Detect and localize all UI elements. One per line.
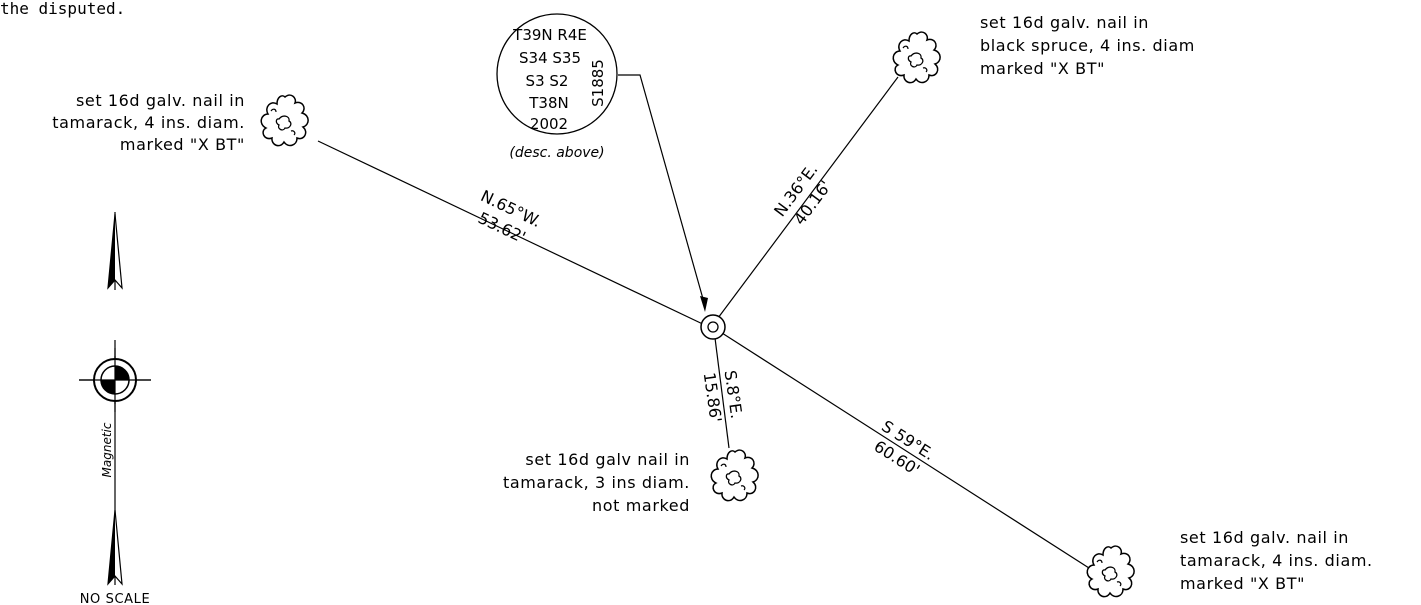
marker-line-2: S34 S35 <box>519 49 581 67</box>
line-ne <box>717 76 899 319</box>
marker-line-1: T39N R4E <box>512 26 587 44</box>
tree-note-ne: set 16d galv. nail in black spruce, 4 in… <box>980 13 1195 78</box>
north-arrow-head-top-fill <box>108 214 115 288</box>
marker-side-text: S1885 <box>589 59 607 107</box>
magnetic-label: Magnetic <box>100 422 114 477</box>
bearing-label-s: S.8°E. 15.86' <box>700 369 746 424</box>
line-se <box>721 332 1090 569</box>
marker-caption: (desc. above) <box>509 145 604 161</box>
tree-icon-ne <box>892 31 941 84</box>
marker-line-5: 2002 <box>530 115 568 133</box>
note-ne-line-1: set 16d galv. nail in <box>980 13 1149 32</box>
bearing-label-nw: N.65°W. 53.62' <box>475 186 544 247</box>
tree-note-nw: set 16d galv. nail in tamarack, 4 ins. d… <box>52 91 245 154</box>
north-arrow: Magnetic <box>79 212 151 586</box>
tree-icon-se <box>1086 545 1135 598</box>
note-se-line-3: marked "X BT" <box>1180 574 1305 593</box>
note-ne-line-2: black spruce, 4 ins. diam <box>980 36 1195 55</box>
tree-icon-s <box>710 449 759 502</box>
no-scale-label: NO SCALE <box>80 592 151 605</box>
note-se-line-2: tamarack, 4 ins. diam. <box>1180 551 1373 570</box>
leader-line <box>618 74 706 307</box>
note-ne-line-3: marked "X BT" <box>980 59 1105 78</box>
note-nw-line-1: set 16d galv. nail in <box>76 91 245 110</box>
line-nw <box>317 140 710 328</box>
line-s <box>714 337 730 449</box>
note-nw-line-2: tamarack, 4 ins. diam. <box>52 113 245 132</box>
note-se-line-1: set 16d galv. nail in <box>1180 528 1349 547</box>
marker-line-4: T38N <box>528 94 568 112</box>
note-s-line-3: not marked <box>592 496 690 515</box>
corner-monument <box>700 314 726 340</box>
tree-note-se: set 16d galv. nail in tamarack, 4 ins. d… <box>1180 528 1373 593</box>
marker-line-3: S3 S2 <box>526 72 569 90</box>
note-nw-line-3: marked "X BT" <box>120 135 245 154</box>
header-fragment: the disputed. <box>0 0 125 18</box>
tree-note-s: set 16d galv nail in tamarack, 3 ins dia… <box>503 450 690 515</box>
tree-icon-nw <box>260 94 309 147</box>
corner-marker: T39N R4E S34 S35 S3 S2 T38N 2002 S1885 <box>496 13 618 135</box>
note-s-line-1: set 16d galv nail in <box>525 450 690 469</box>
distance-s: 15.86' <box>700 371 726 423</box>
leader-arrowhead <box>700 296 708 312</box>
note-s-line-2: tamarack, 3 ins diam. <box>503 473 690 492</box>
